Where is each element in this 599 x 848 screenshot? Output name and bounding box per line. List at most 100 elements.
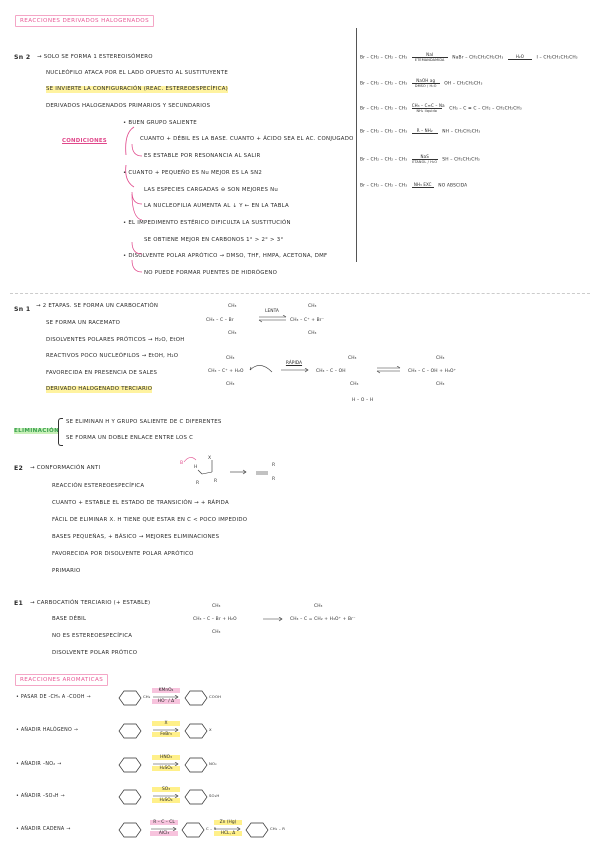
ch3-label: CH₃	[350, 382, 359, 387]
column-divider	[356, 28, 357, 262]
reagent-bottom: HO⁻ / Δ	[152, 699, 180, 704]
svg-text:R: R	[272, 462, 275, 468]
benzene-ring-icon	[181, 822, 205, 838]
condition-item: LA NUCLEOFILIA AUMENTA AL ↓ Y ← EN LA TA…	[144, 203, 289, 209]
reagent-top: R – C – CL	[150, 820, 178, 825]
substituent-label: CH₂ – R	[270, 826, 286, 831]
benzene-ring-icon	[184, 789, 208, 805]
reaction-row: Br – CH₂ – CH₂ – CH₃ R – NH₂ NH – CH₂CH₂…	[360, 128, 481, 135]
condition-item: LAS ESPECIES CARGADAS ⊖ SON MEJORES Nu	[144, 187, 279, 193]
svg-text:R: R	[214, 478, 217, 484]
svg-text:X: X	[208, 455, 211, 461]
ch3-label: CH₃	[308, 304, 317, 309]
arrow-label-lenta: LENTA	[265, 309, 279, 314]
reagent-bottom: AlCl₃	[150, 831, 178, 836]
reagent-top: X	[152, 721, 180, 726]
benzene-ring-icon	[118, 690, 142, 706]
e2-line: PRIMARIO	[52, 568, 81, 574]
curved-arrow-icon	[249, 365, 273, 373]
benzene-ring-icon	[184, 690, 208, 706]
reagent-top: HNO₃	[152, 755, 180, 760]
svg-text:R: R	[272, 476, 275, 482]
ch3-label: CH₃	[308, 331, 317, 336]
arrow-icon	[215, 827, 241, 832]
arrow-icon	[153, 728, 179, 733]
sn2-line: NUCLEÓFILO ATACA POR EL LADO OPUESTO AL …	[46, 70, 229, 76]
conditions-label: CONDICIONES	[62, 138, 107, 144]
ch3-label: CH₃	[212, 630, 221, 635]
arrow-icon	[153, 695, 179, 700]
elim-line: SE ELIMINAN H Y GRUPO SALIENTE DE C DIFE…	[66, 419, 222, 425]
e2-label: E2	[14, 465, 24, 472]
svg-text:R: R	[196, 480, 199, 486]
equilibrium-arrow-icon	[376, 366, 401, 374]
e1-line: → CARBOCATIÓN TERCIARIO (+ ESTABLE)	[30, 600, 151, 606]
sn1-line: DISOLVENTES POLARES PRÓTICOS → H₂O, EtOH	[46, 337, 185, 343]
mech-step2-mid: CH₃ – C – OH	[316, 369, 346, 374]
elim-line: SE FORMA UN DOBLE ENLACE ENTRE LOS C	[66, 435, 194, 441]
condition-item: • CUANTO + PEQUEÑO ES Nu MEJOR ES LA SN2	[123, 170, 263, 176]
benzene-ring-icon	[184, 757, 208, 773]
e2-line: FAVORECIDA POR DISOLVENTE POLAR APRÓTICO	[52, 551, 194, 557]
benzene-ring-icon	[118, 822, 142, 838]
mech-step2-lhs: CH₃ – C⁺ + H₂O	[208, 369, 244, 374]
e1-rxn-lhs: CH₃ – C – Br + H₂O	[193, 617, 237, 622]
divider	[10, 293, 590, 294]
sn1-line: → 2 ETAPAS. SE FORMA UN CARBOCATIÓN	[36, 303, 159, 309]
e2-line: FÁCIL DE ELIMINAR X. H TIENE QUE ESTAR E…	[52, 517, 248, 523]
substituent-label: CH₃	[143, 694, 151, 699]
reagent2-top: Zn (Hg)	[214, 820, 242, 825]
ch3-label: CH₃	[436, 356, 445, 361]
svg-text:H: H	[194, 464, 197, 470]
sn1-line-highlight: DERIVADO HALOGENADO TERCIARIO	[46, 386, 153, 393]
ch3-label: CH₃	[436, 382, 445, 387]
condition-item: ES ESTABLE POR RESONANCIA AL SALIR	[144, 153, 261, 159]
condition-item: NO PUEDE FORMAR PUENTES DE HIDRÓGENO	[144, 270, 278, 276]
benzene-ring-icon	[118, 789, 142, 805]
e1-line: DISOLVENTE POLAR PRÓTICO	[52, 650, 138, 656]
reaction-row: Br – CH₂ – CH₂ – CH₃ NH₃ EXC NO ABSCIDA	[360, 182, 468, 189]
arrow-icon	[263, 617, 283, 622]
e1-label: E1	[14, 600, 24, 607]
e2-line: CUANTO + ESTABLE EL ESTADO DE TRANSICIÓN…	[52, 500, 229, 506]
reagent-bottom: H₂SO₄	[152, 798, 180, 803]
benzene-ring-icon	[118, 723, 142, 739]
substituent-label: X	[209, 727, 212, 732]
e1-rxn-rhs: CH₃ – C = CH₂ + H₃O⁺ + Br⁻	[290, 617, 356, 622]
reagent-bottom: H₂SO₄	[152, 766, 180, 771]
condition-item: SE OBTIENE MEJOR EN CARBONOS 1° > 2° > 3…	[144, 237, 284, 243]
reagent2-bottom: HCL, Δ	[214, 831, 242, 836]
sn1-line: FAVORECIDA EN PRESENCIA DE SALES	[46, 370, 158, 376]
mech-step1-rhs: CH₃ – C⁺ + Br⁻	[290, 318, 325, 323]
water-oh-label: H – O – H	[352, 398, 374, 403]
ch3-label: CH₃	[314, 604, 323, 609]
equilibrium-arrow-icon	[258, 315, 287, 323]
header-aromatic: REACCIONES AROMATICAS	[15, 674, 109, 686]
mech-step1-lhs: CH₃ – C – Br	[206, 318, 234, 323]
e1-line: BASE DÉBIL	[52, 616, 87, 622]
mech-step2-rhs: CH₃ – C – OH + H₃O⁺	[408, 369, 457, 374]
sn1-label: Sn 1	[14, 306, 31, 313]
sn2-line: DERIVADOS HALOGENADOS PRIMARIOS Y SECUND…	[46, 103, 211, 109]
benzene-ring-icon	[184, 723, 208, 739]
condition-item: CUANTO + DÉBIL ES LA BASE. CUANTO + ÁCID…	[140, 136, 354, 142]
sn1-line: SE FORMA UN RACEMATO	[46, 320, 121, 326]
condition-arrows	[131, 143, 143, 273]
ch3-label: CH₃	[228, 304, 237, 309]
condition-item: • DISOLVENTE POLAR APRÓTICO → DMSO, THF,…	[123, 253, 328, 259]
substituent-label: NO₂	[209, 761, 217, 766]
substituent-label: SO₃H	[209, 793, 220, 798]
sn2-line-highlight: SE INVIERTE LA CONFIGURACIÓN (REAC. ESTE…	[46, 86, 228, 93]
ch3-label: CH₃	[348, 356, 357, 361]
benzene-ring-icon	[118, 757, 142, 773]
e1-line: NO ES ESTEREOESPECÍFICA	[52, 633, 133, 639]
ch3-label: CH₃	[212, 604, 221, 609]
arrow-icon	[153, 794, 179, 799]
substituent-label: COOH	[209, 694, 222, 699]
ch3-label: CH₃	[226, 356, 235, 361]
